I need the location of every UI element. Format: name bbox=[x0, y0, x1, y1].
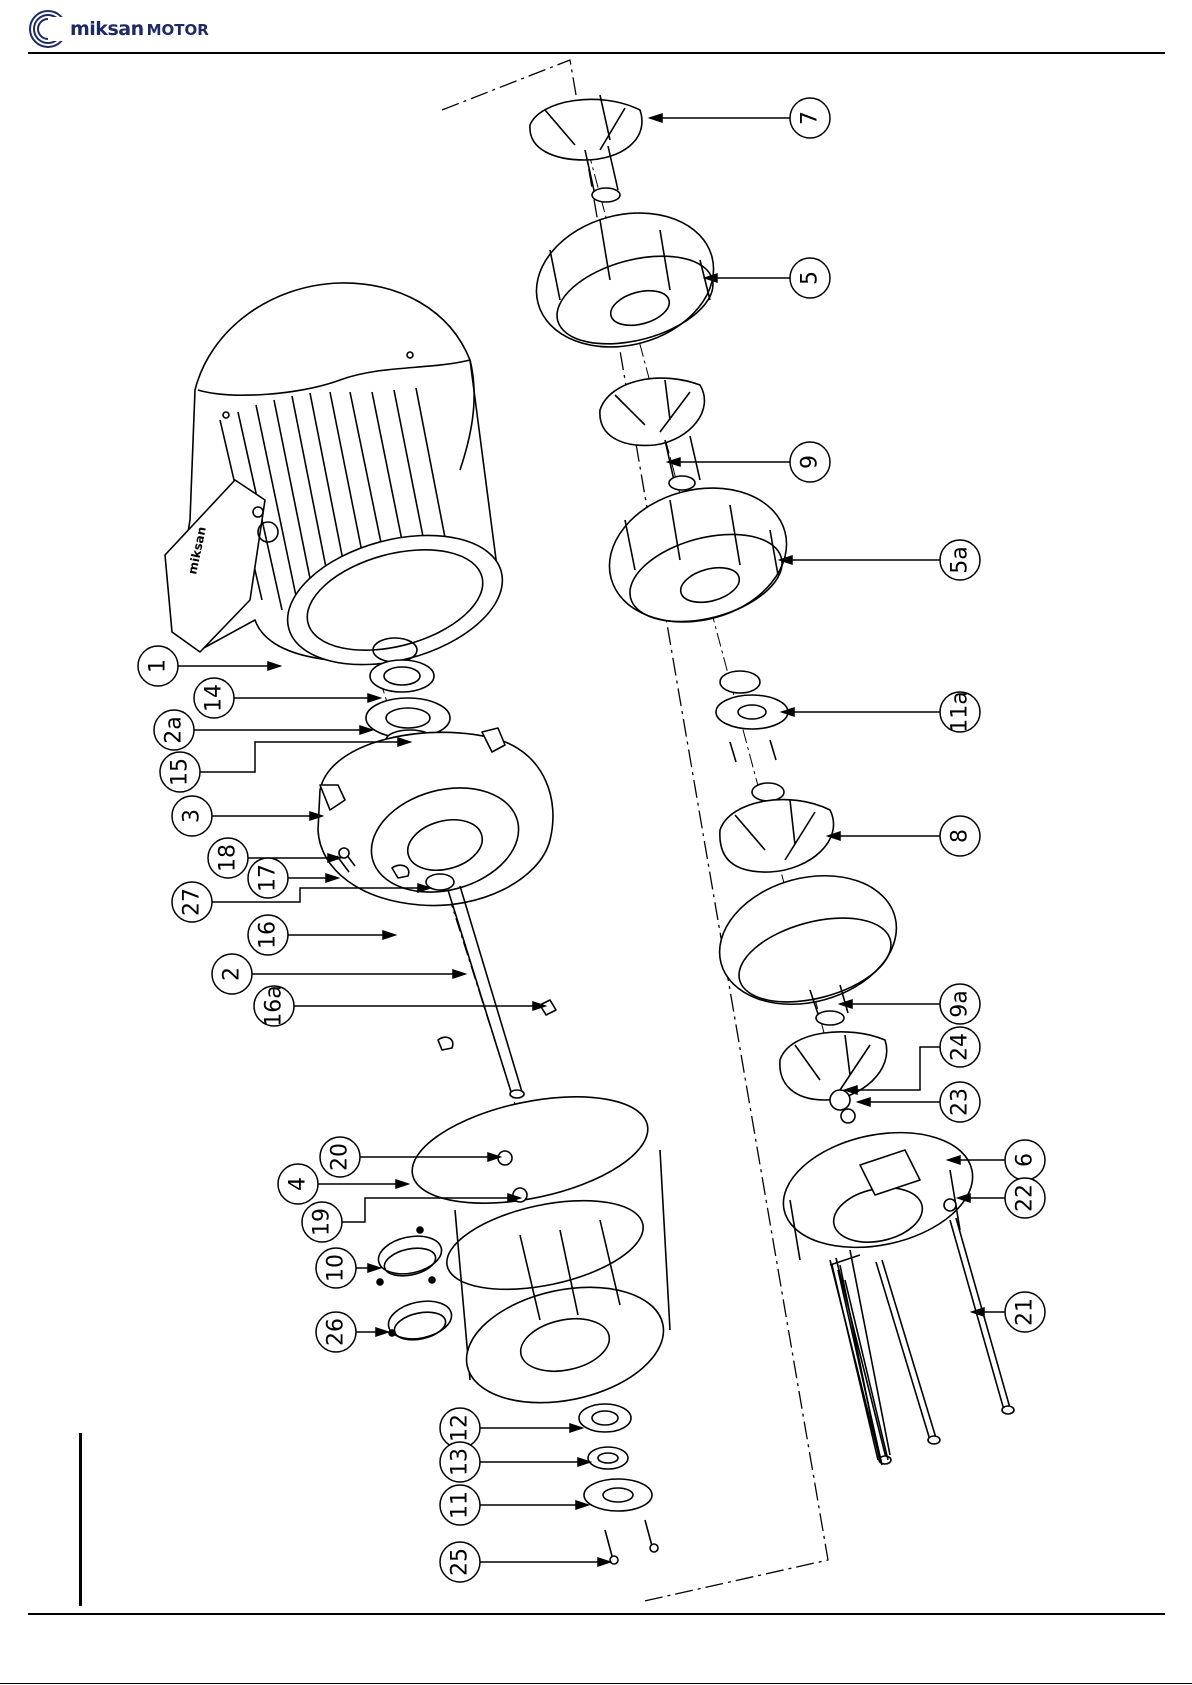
callout-label-12: 12 bbox=[448, 1414, 473, 1442]
footer-rule bbox=[28, 1613, 1165, 1615]
callout-label-8: 8 bbox=[948, 829, 973, 843]
callout-14: 14 bbox=[194, 678, 380, 718]
callout-2a: 2a bbox=[154, 710, 372, 750]
callout-label-1: 1 bbox=[146, 659, 171, 673]
callout-label-23: 23 bbox=[948, 1088, 973, 1116]
callout-label-20: 20 bbox=[328, 1143, 353, 1171]
callout-23: 23 bbox=[858, 1082, 980, 1122]
impeller-top bbox=[530, 95, 642, 202]
callout-label-17: 17 bbox=[256, 864, 281, 892]
callout-label-27: 27 bbox=[180, 888, 205, 916]
callout-label-24: 24 bbox=[948, 1033, 973, 1061]
arrowhead-7 bbox=[650, 114, 662, 122]
callout-3: 3 bbox=[172, 796, 322, 836]
arrowhead-12 bbox=[570, 1424, 582, 1432]
callout-5a: 5a bbox=[780, 540, 980, 580]
callout-label-21: 21 bbox=[1013, 1298, 1038, 1326]
page-end-rule bbox=[0, 1683, 1192, 1684]
callout-label-13: 13 bbox=[448, 1448, 473, 1476]
callout-label-14: 14 bbox=[202, 684, 227, 712]
callout-label-25: 25 bbox=[448, 1548, 473, 1576]
arrowhead-17 bbox=[326, 874, 338, 882]
callout-label-19: 19 bbox=[310, 1208, 335, 1236]
diffuser-9a bbox=[705, 857, 911, 1025]
callout-11a: 11a bbox=[782, 691, 980, 732]
margin-bar bbox=[79, 1433, 82, 1606]
callout-label-16: 16 bbox=[256, 921, 281, 949]
tie-rods bbox=[830, 1218, 1014, 1465]
callout-label-3: 3 bbox=[180, 809, 205, 823]
callout-label-2: 2 bbox=[220, 967, 245, 981]
callout-10: 10 bbox=[316, 1248, 380, 1288]
suction-casing bbox=[773, 1116, 984, 1264]
callout-27: 27 bbox=[172, 882, 430, 922]
callout-label-2a: 2a bbox=[162, 716, 187, 743]
callout-label-11a: 11a bbox=[948, 691, 973, 732]
callout-26: 26 bbox=[316, 1312, 388, 1352]
callout-16a: 16a bbox=[254, 985, 545, 1026]
callout-label-4: 4 bbox=[286, 1177, 311, 1191]
callout-9a: 9a bbox=[840, 984, 980, 1024]
callout-label-5: 5 bbox=[798, 271, 823, 285]
callout-16: 16 bbox=[248, 915, 395, 955]
callout-13: 13 bbox=[440, 1442, 590, 1482]
lantern-bracket bbox=[403, 1078, 675, 1419]
callout-25: 25 bbox=[440, 1542, 610, 1582]
callout-17: 17 bbox=[248, 858, 338, 898]
callout-label-26: 26 bbox=[324, 1318, 349, 1346]
arrowhead-2 bbox=[453, 970, 465, 978]
callout-11: 11 bbox=[440, 1485, 588, 1525]
arrowhead-26 bbox=[376, 1328, 388, 1336]
callout-label-22: 22 bbox=[1013, 1184, 1038, 1212]
callout-label-6: 6 bbox=[1013, 1153, 1038, 1167]
callout-8: 8 bbox=[828, 816, 980, 856]
arrowhead-1 bbox=[268, 662, 280, 670]
callout-label-9a: 9a bbox=[948, 990, 973, 1017]
callout-label-9: 9 bbox=[798, 455, 823, 469]
callout-label-5a: 5a bbox=[948, 546, 973, 573]
mechanical-seals bbox=[375, 1227, 455, 1344]
lower-bearings bbox=[579, 1404, 658, 1564]
callout-2: 2 bbox=[212, 954, 465, 994]
callout-5: 5 bbox=[705, 258, 830, 298]
arrowhead-4 bbox=[396, 1180, 408, 1188]
arrowhead-16 bbox=[383, 931, 395, 939]
diffuser-5 bbox=[521, 194, 729, 366]
diffuser-5a bbox=[594, 469, 802, 641]
arrowhead-14 bbox=[368, 694, 380, 702]
callout-label-15: 15 bbox=[168, 758, 193, 786]
impeller-8 bbox=[720, 800, 834, 872]
arrowhead-11 bbox=[576, 1501, 588, 1509]
callout-7: 7 bbox=[650, 98, 830, 138]
adapter-flange bbox=[318, 728, 553, 908]
impeller-bottom bbox=[780, 1032, 887, 1123]
callout-21: 21 bbox=[972, 1292, 1045, 1332]
arrowhead-23 bbox=[858, 1098, 870, 1106]
impeller-9 bbox=[600, 378, 705, 490]
callout-label-10: 10 bbox=[324, 1254, 349, 1282]
arrowhead-25 bbox=[598, 1558, 610, 1566]
callout-label-7: 7 bbox=[798, 111, 823, 125]
bearing-11a bbox=[716, 671, 788, 801]
callout-label-11: 11 bbox=[448, 1491, 473, 1519]
callout-label-18: 18 bbox=[216, 844, 241, 872]
callout-label-16a: 16a bbox=[262, 985, 287, 1026]
arrowhead-21 bbox=[972, 1308, 984, 1316]
arrowhead-10 bbox=[368, 1264, 380, 1272]
